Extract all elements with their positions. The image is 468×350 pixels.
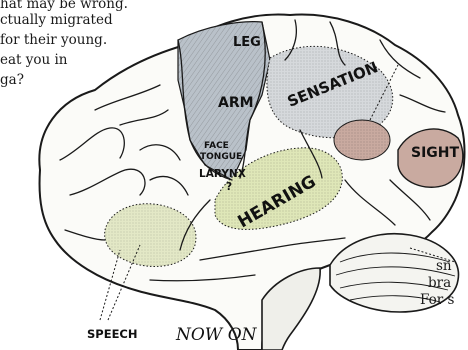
left-text-line-1: hat may be wrong. — [0, 0, 128, 12]
right-text-line-1: sn — [436, 258, 452, 274]
left-text-line-4: eat you in — [0, 52, 68, 68]
left-text-line-2: ctually migrated — [0, 12, 113, 28]
label-face: FACE — [204, 141, 229, 151]
label-arm: ARM — [218, 95, 254, 111]
label-leg: LEG — [233, 35, 261, 50]
caption-now-on: NOW ON — [175, 325, 258, 345]
label-larynx: LARYNX — [199, 168, 246, 180]
left-text-line-3: for their young. — [0, 32, 107, 48]
right-text-line-2: bra — [428, 275, 451, 291]
label-speech: SPEECH — [87, 327, 138, 341]
left-text-line-5: ga? — [0, 72, 24, 88]
label-tongue: TONGUE — [200, 152, 242, 162]
right-text-line-3: For s — [420, 292, 454, 308]
label-question-mark: ? — [226, 181, 232, 193]
label-sight: SIGHT — [411, 145, 460, 161]
